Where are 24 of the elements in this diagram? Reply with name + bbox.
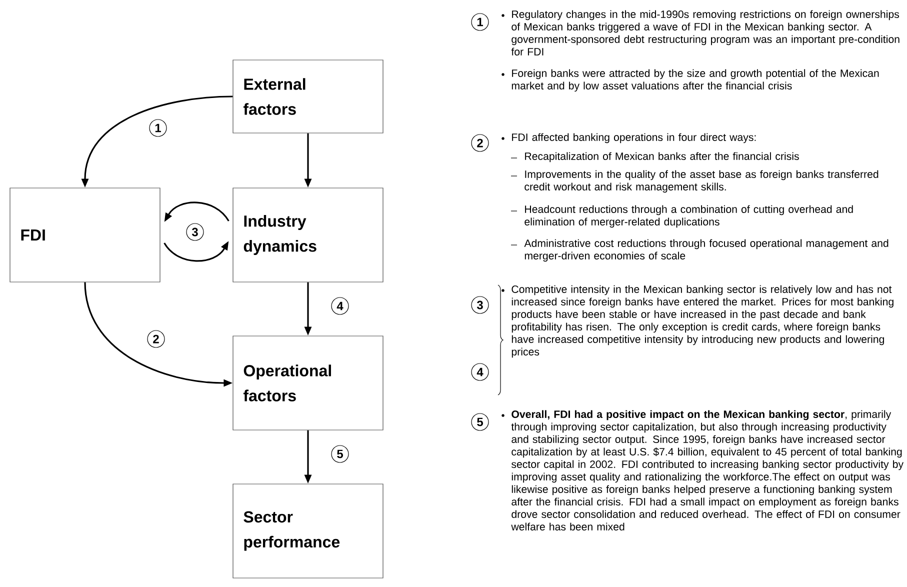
callout-number: 4 [471, 363, 489, 381]
callout-number: 3 [471, 296, 489, 314]
process-box: External factors [232, 60, 384, 134]
edge-label: 1 [149, 119, 167, 137]
process-box: FDI [10, 188, 160, 282]
bullet-text: Headcount reductions through a combination of cutting overhead and elimination of merger-related duplications [524, 205, 853, 228]
callout-number: 5 [471, 413, 489, 431]
bullet-text: Regulatory changes in the mid-1990s removing restrictions on foreign ownerships of Mexican banks triggered a wave of FDI in the Mexican banking sector. A government-sponsored debt restructuring program was an important pre-condition for FDI [511, 10, 900, 56]
edge-label: 2 [147, 330, 165, 348]
process-box: Operational factors [232, 336, 384, 430]
process-box: Industry dynamics [232, 188, 384, 282]
bullet-text: Overall, FDI had a positive impact on the Mexican banking sector, primarily through improving sector capitalization, but also through increasing productivity and stabilizing sector output. Since 1995, foreign banks have increased sector capitalization by at least U.S. $7.4 billion, equivalent to 45 percent of total banking sector capital in 2002. FDI contributed to increasing banking sector productivity by improving asset quality and rationalizing the workforce.The effect on output was likewise positive as foreign banks helped preserve a functioning banking system after the financial crisis. FDI had a small impact on employment as foreign banks drove sector consolidation and reduced overhead. The effect of FDI on consumer welfare has been mixed [511, 410, 904, 530]
edge-label: 3 [186, 223, 204, 241]
bullet-text: Foreign banks were attracted by the size and growth potential of the Mexican market and by low asset valuations after the financial crisis [512, 69, 879, 92]
bullet-text: Recapitalization of Mexican banks after the financial crisis [525, 152, 799, 162]
bullet-text: Improvements in the quality of the asset base as foreign banks transferred credit workout and risk management skills. [524, 170, 878, 193]
edge-label: 4 [331, 297, 349, 315]
bullet-text: FDI affected banking operations in four direct ways: [512, 133, 756, 144]
callout-number: 1 [471, 13, 489, 31]
process-box: Sector performance [232, 484, 384, 578]
callout-number: 2 [471, 134, 489, 152]
bullet-text: Administrative cost reductions through focused operational management and merger-driven economies of scale [524, 239, 888, 262]
bullet-text: Competitive intensity in the Mexican banking sector is relatively low and has not increased since foreign banks have entered the market. Prices for most banking products have been stable or have increased in the past decade and bank profitability has risen. The only exception is credit cards, where foreign banks have increased competitive intensity by introducing new products and lowering prices [512, 285, 894, 358]
edge-label: 5 [331, 445, 349, 463]
